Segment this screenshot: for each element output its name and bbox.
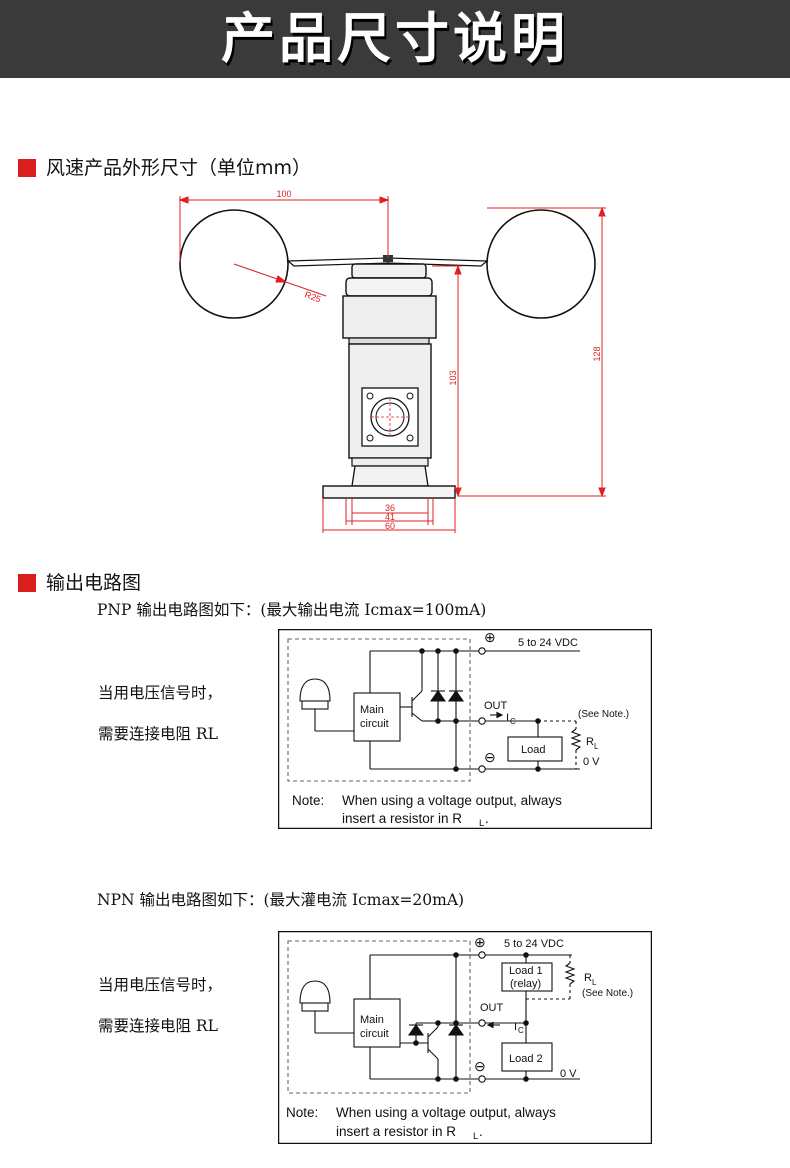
npn-side-note-2: 需要连接电阻 RL [98,1017,218,1035]
load-label: Load [521,744,545,756]
note-label: Note: [292,793,324,808]
dim-41-label: 41 [385,512,395,522]
out-label: OUT [484,700,508,712]
main-circuit-label-2: circuit [360,1028,389,1040]
page-title: 产品尺寸说明 [221,7,569,70]
out-label: OUT [480,1002,504,1014]
section-title: 风速产品外形尺寸（单位mm） [46,157,312,179]
upper-collar [345,277,433,297]
npn-circuit-diagram: ⊕ 5 to 24 VDC Main circuit Load 1 (relay… [278,931,652,1144]
dim-r25-label: R25 [303,289,322,304]
red-square-icon [18,574,36,592]
npn-side-note-1: 当用电压信号时， [98,976,223,994]
plus-terminal-icon: ⊕ [484,629,496,645]
rl-label: R [584,972,592,984]
screw-hole [406,434,414,442]
section-title: 输出电路图 [46,572,142,594]
load1-label-1: Load 1 [509,965,543,977]
anemometer-dimension-drawing: 100 R25 128 103 36 41 60 [178,189,606,533]
main-circuit-label-1: Main [360,1014,384,1026]
neck [342,295,437,339]
ic-sub-label: C [510,717,516,726]
see-note-label: (See Note.) [578,709,629,720]
note-sub: L [479,818,484,829]
pnp-side-note-2: 需要连接电阻 RL [98,725,218,743]
red-square-icon [18,159,36,177]
neck-ring [348,337,430,345]
screw-hole [406,392,414,400]
rl-sub-label: L [592,978,597,987]
lower-ring [351,457,429,467]
dim-128-label: 128 [592,346,602,361]
top-cap [351,263,427,279]
screw-hole [366,392,374,400]
main-circuit-label-1: Main [360,704,384,716]
note-label: Note: [286,1105,318,1120]
pnp-heading: PNP 输出电路图如下：(最大输出电流 Icmax=100mA) [97,601,487,619]
note-line-1: When using a voltage output, always [336,1105,556,1120]
note-line-2: insert a resistor in R [336,1124,456,1139]
zero-v-label: 0 V [583,756,600,768]
ic-sub-label: C [518,1026,524,1035]
minus-terminal-icon: ⊖ [474,1058,486,1074]
pnp-circuit-diagram: ⊕ 5 to 24 VDC Main circuit OUT I C (See … [278,629,652,829]
right-cup [486,209,596,319]
dim-60-label: 60 [385,521,395,531]
rl-sub-label: L [594,742,599,751]
load1-label-2: (relay) [510,978,541,990]
hub-screw [383,255,393,262]
note-sub: L [473,1131,478,1142]
screw-hole [366,434,374,442]
dim-103-label: 103 [448,370,458,385]
right-arm [387,257,489,267]
lower-neck [351,465,429,487]
load2-label: Load 2 [509,1053,543,1065]
dim-100-label: 100 [276,189,291,199]
dimension-lines [178,196,606,533]
see-note-label: (See Note.) [582,988,633,999]
title-banner [0,0,790,78]
plus-terminal-icon: ⊕ [474,934,486,950]
minus-terminal-icon: ⊖ [484,749,496,765]
main-circuit-label-2: circuit [360,718,389,730]
pnp-side-note-1: 当用电压信号时， [98,684,223,702]
npn-heading: NPN 输出电路图如下：(最大灌电流 Icmax=20mA) [97,891,465,909]
ic-label: I [506,712,509,724]
base-flange [322,485,456,499]
note-line-1: When using a voltage output, always [342,793,562,808]
dim-36-label: 36 [385,503,395,513]
ic-label: I [514,1021,517,1033]
rl-label: R [586,736,594,748]
note-line-2: insert a resistor in R [342,811,462,826]
zero-v-label: 0 V [560,1068,577,1080]
note-end: . [479,1124,483,1139]
note-end: . [485,811,489,826]
supply-label: 5 to 24 VDC [518,637,578,649]
supply-label: 5 to 24 VDC [504,938,564,950]
